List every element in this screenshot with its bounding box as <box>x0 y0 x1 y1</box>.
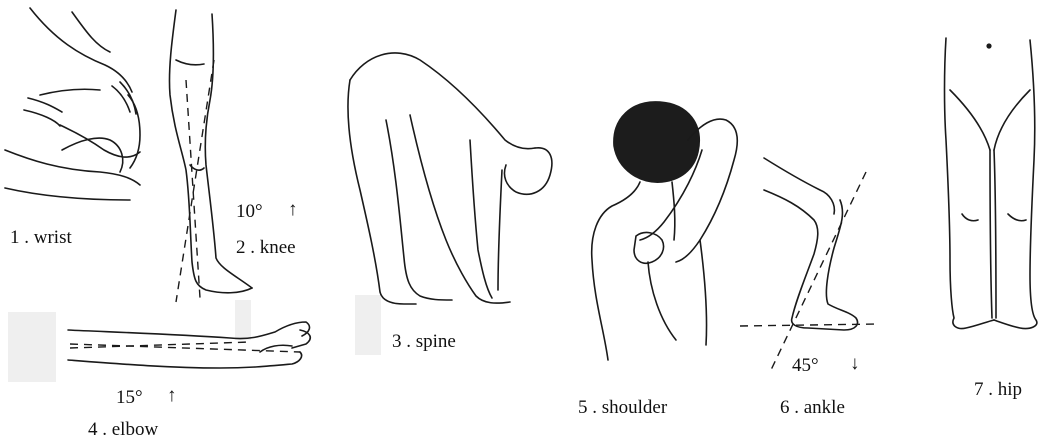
label-wrist: 1 . wrist <box>10 228 72 247</box>
shoulder-figure <box>592 102 738 360</box>
head-hair-shape <box>614 102 699 182</box>
angle-ankle: 45° <box>792 356 819 375</box>
label-ankle: 6 . ankle <box>780 398 845 417</box>
label-shoulder: 5 . shoulder <box>578 398 667 417</box>
label-knee: 2 . knee <box>236 238 296 257</box>
ankle-figure <box>740 158 880 372</box>
wrist-figure <box>5 8 140 200</box>
scan-shade <box>235 300 251 340</box>
spine-figure <box>348 53 552 304</box>
label-spine: 3 . spine <box>392 332 456 351</box>
elbow-figure <box>68 322 310 368</box>
arrow-up-icon: ↑ <box>288 200 298 219</box>
label-hip: 7 . hip <box>974 380 1022 399</box>
scan-shade <box>8 312 56 382</box>
arrow-down-icon: ↓ <box>850 354 860 373</box>
arrow-up-icon: ↑ <box>167 386 177 405</box>
label-elbow: 4 . elbow <box>88 420 158 439</box>
hip-figure <box>945 38 1037 329</box>
navel-mark <box>986 43 991 48</box>
angle-elbow: 15° <box>116 388 143 407</box>
scan-shade <box>355 295 381 355</box>
knee-figure <box>169 10 252 302</box>
angle-knee: 10° <box>236 202 263 221</box>
